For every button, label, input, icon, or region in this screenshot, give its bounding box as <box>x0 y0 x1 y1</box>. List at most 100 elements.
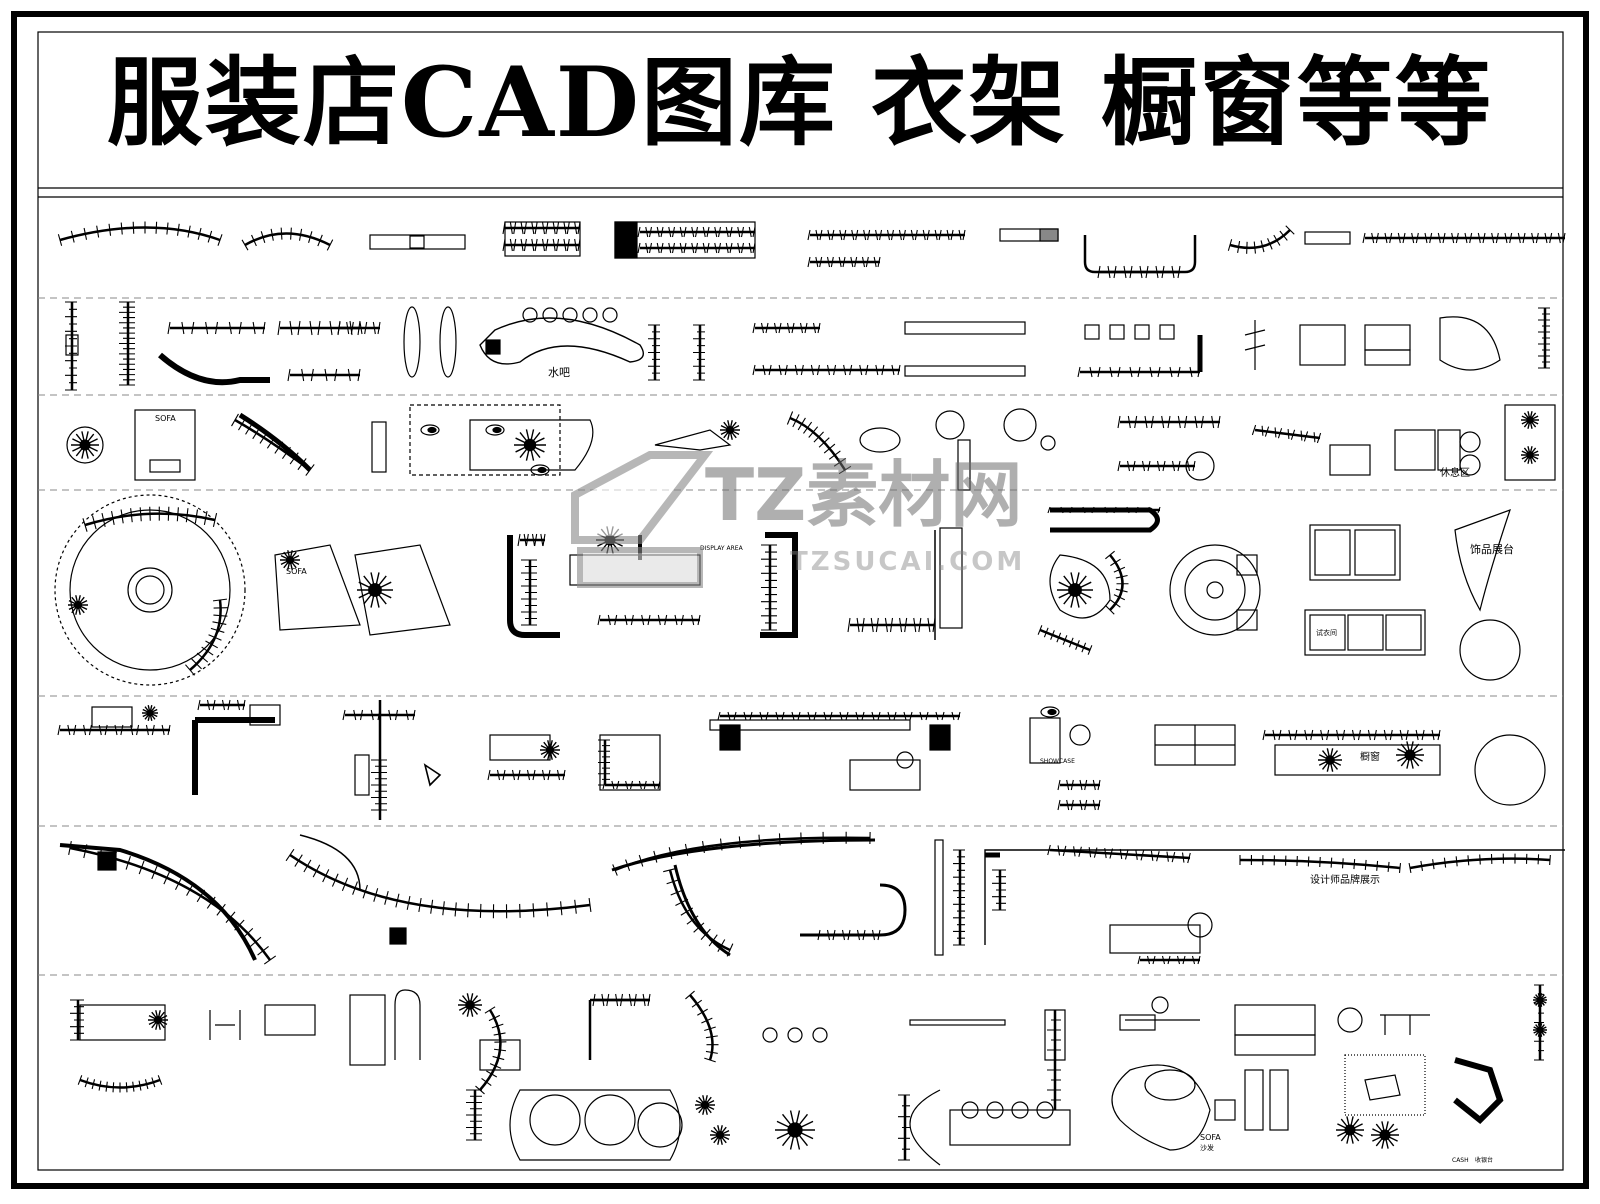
sofa-block <box>1437 429 1461 471</box>
round-lounge <box>1206 581 1224 599</box>
hanger-ticks <box>502 238 581 252</box>
shoe-icon <box>492 426 502 434</box>
window-block <box>719 724 741 751</box>
display-area <box>1344 1054 1426 1116</box>
hanger-ticks <box>717 711 961 721</box>
plant-icon <box>1318 748 1342 772</box>
label-rest-area: 休息区 <box>1440 466 1470 479</box>
zigzag-counter <box>1453 1057 1504 1125</box>
hanger-ticks <box>817 929 881 941</box>
hanger-ticks <box>1239 855 1402 874</box>
display-shelf <box>909 1019 1006 1026</box>
plant-icon <box>540 740 560 760</box>
stool <box>812 1027 828 1043</box>
hanger-ticks <box>337 321 381 335</box>
grid-lines <box>1155 725 1235 765</box>
hanger-rack <box>1254 428 1321 440</box>
plant-core <box>153 1015 163 1025</box>
display-cabinet <box>934 839 944 956</box>
shoe-icon <box>1040 706 1060 718</box>
hanger-ticks <box>752 364 901 376</box>
stool <box>1011 1101 1029 1119</box>
plant-core <box>1068 583 1082 597</box>
hanger-ticks <box>65 301 77 391</box>
fitting-room <box>1309 614 1346 651</box>
display-shelf <box>904 321 1026 335</box>
label-showcase-cn: 橱窗 <box>1360 750 1380 763</box>
display-platform <box>509 1089 681 1161</box>
curved-rack <box>234 418 311 472</box>
round-table <box>1185 451 1215 481</box>
plant-icon <box>142 705 158 721</box>
arch-stand <box>394 989 421 1060</box>
hanger-ticks <box>371 759 387 811</box>
shoe-icon <box>420 424 440 436</box>
plant-icon <box>71 431 99 459</box>
display-table <box>479 1039 521 1071</box>
garment-stand <box>209 1010 241 1040</box>
plant-icon <box>775 1110 815 1150</box>
j-rack <box>800 883 907 937</box>
stool <box>1459 431 1481 453</box>
curved-rack <box>244 232 331 247</box>
stool <box>986 1101 1004 1119</box>
display-shelf <box>1234 1034 1316 1056</box>
double-rack-frame <box>504 221 581 257</box>
plant-core <box>465 1000 475 1010</box>
hanger-ticks <box>637 242 756 254</box>
hanger-ticks <box>1227 225 1295 254</box>
hanger-ticks <box>1251 424 1322 444</box>
hanger-ticks <box>1117 415 1221 429</box>
chair-icon <box>1236 609 1258 631</box>
plant-icon <box>710 1125 730 1145</box>
stool <box>1040 435 1056 451</box>
hanger-ticks <box>517 533 546 547</box>
hanger-ticks <box>1047 844 1191 864</box>
hanger-ticks <box>602 780 661 790</box>
lounge-seat <box>1144 1069 1196 1101</box>
plant-core <box>523 438 537 452</box>
label-sofa-cn: 沙发 <box>1200 1143 1214 1152</box>
label-fitting-room: 试衣间 <box>1316 628 1337 637</box>
hanger-ticks <box>1037 625 1093 655</box>
curved-rack <box>289 853 591 913</box>
hanger-ticks <box>898 1094 910 1161</box>
hanger-ticks <box>847 617 936 633</box>
sofa-block <box>134 409 196 481</box>
hanger-ticks <box>167 321 266 335</box>
sofa-block <box>1394 429 1436 471</box>
round-display <box>529 1094 581 1146</box>
plant-core <box>1344 1124 1356 1136</box>
plant-core <box>545 745 555 755</box>
hanger-ticks <box>197 699 246 711</box>
hanger-ticks <box>185 598 228 676</box>
curved-counter <box>299 834 361 891</box>
hanger-ticks <box>502 221 581 235</box>
display-area <box>409 404 561 476</box>
hanger-ticks <box>685 990 719 1063</box>
label-designer-brand: 设计师品牌展示 <box>1310 873 1380 886</box>
hanger-ticks <box>487 769 566 781</box>
plant-core <box>146 709 154 717</box>
outer-frame <box>11 11 1589 1189</box>
plant-icon <box>1521 446 1539 464</box>
hanger-ticks <box>637 226 756 238</box>
display-shelf <box>1234 1004 1316 1036</box>
round-lounge <box>1184 559 1246 621</box>
plant-core <box>1325 755 1335 765</box>
display-table <box>849 759 921 791</box>
sofa-lounge <box>1439 316 1501 371</box>
watermark-logo <box>571 451 714 588</box>
hanger-ticks <box>1117 460 1196 472</box>
garment-stand <box>1380 1014 1430 1035</box>
shoe-icon <box>537 466 547 474</box>
column <box>97 851 117 871</box>
hanger-ticks <box>285 848 592 919</box>
hanger-ticks <box>648 324 660 381</box>
l-shaped-rack <box>192 717 275 795</box>
fitting-room <box>1314 529 1351 576</box>
hanger-ticks <box>82 506 218 532</box>
fitting-room <box>1385 614 1422 651</box>
display-table <box>859 427 901 453</box>
